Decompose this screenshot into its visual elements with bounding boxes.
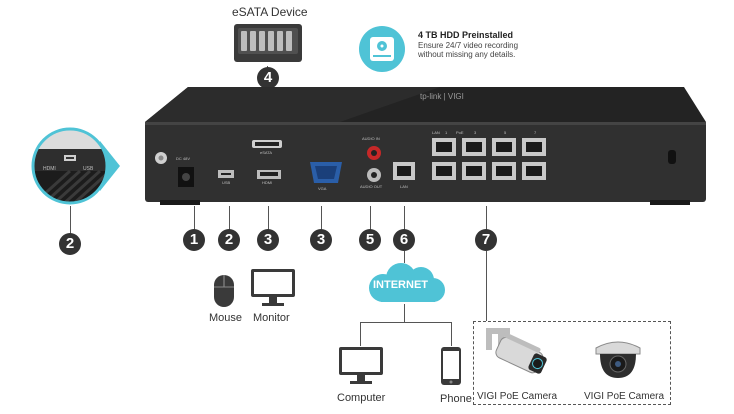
callout-2: 2 <box>218 229 240 251</box>
zoom-bubble <box>31 127 120 205</box>
connector-line-6 <box>404 206 405 230</box>
esata-device-icon <box>234 24 302 62</box>
callout-3-hdmi: 3 <box>257 229 279 251</box>
dome-camera-icon <box>595 341 641 378</box>
zoom-connector-line <box>70 206 71 234</box>
connector-line-7 <box>486 206 487 230</box>
callout-6: 6 <box>393 229 415 251</box>
hdd-icon <box>359 26 405 72</box>
esata-device-label: eSATA Device <box>232 5 308 19</box>
connector-line-3a <box>268 206 269 230</box>
internet-branch-left <box>360 322 361 346</box>
port-label-audio-out: AUDIO OUT <box>360 184 383 189</box>
zoom-label-hdmi: HDMI <box>43 166 56 172</box>
internet-label: INTERNET <box>373 279 428 291</box>
computer-label: Computer <box>337 392 386 404</box>
port-label-lan: LAN <box>400 184 408 189</box>
poe-port-label: 3 <box>474 130 477 135</box>
callout-3-vga: 3 <box>310 229 332 251</box>
port-label-vga: VGA <box>318 186 327 191</box>
internet-cloud-icon <box>369 263 445 302</box>
poe-port-label: 5 <box>504 130 507 135</box>
zoom-label-usb: USB <box>83 166 94 172</box>
port-label-esata: eSATA <box>260 150 273 155</box>
poe-port-label: 1 <box>445 130 448 135</box>
hdd-desc-line1: Ensure 24/7 video recording <box>418 41 519 50</box>
port-label-audio-in: AUDIO IN <box>362 136 380 141</box>
port-label-hdmi: HDMI <box>262 180 273 185</box>
callout-5: 5 <box>359 229 381 251</box>
connector-line-5 <box>370 206 371 230</box>
bullet-camera-icon <box>486 328 547 374</box>
camera-group-box <box>473 321 671 405</box>
mouse-icon <box>214 275 234 307</box>
mouse-label: Mouse <box>209 312 243 324</box>
hdd-desc-line2: without missing any details. <box>418 50 516 59</box>
phone-label: Phone <box>440 393 472 405</box>
camera-connector-line <box>486 251 487 321</box>
phone-icon <box>441 347 461 385</box>
callout-7: 7 <box>475 229 497 251</box>
poe-port-label: LAN <box>432 130 440 135</box>
computer-icon <box>339 347 383 384</box>
poe-port-label: PoE <box>456 130 464 135</box>
internet-connector-top <box>404 251 405 263</box>
camera1-label: VIGI PoE Camera <box>477 391 558 402</box>
internet-connector-down <box>404 304 405 322</box>
poe-port-label: 7 <box>534 130 537 135</box>
nvr-chassis <box>145 87 706 205</box>
callout-1: 1 <box>183 229 205 251</box>
internet-branch-horizontal <box>360 322 452 323</box>
connector-line-3b <box>321 206 322 230</box>
port-label-usb: USB <box>222 180 231 185</box>
monitor-icon <box>251 269 295 306</box>
port-label-power: DC 48V <box>176 156 191 161</box>
brand-logo: tp-link | VIGI <box>420 92 464 101</box>
hdd-title: 4 TB HDD Preinstalled <box>418 30 514 40</box>
connector-line-1 <box>194 206 195 230</box>
callout-4: 4 <box>257 67 279 89</box>
internet-branch-right <box>451 322 452 346</box>
callout-2-zoom: 2 <box>59 233 81 255</box>
connector-line-2 <box>229 206 230 230</box>
camera2-label: VIGI PoE Camera <box>584 391 665 402</box>
monitor-label: Monitor <box>253 312 290 324</box>
